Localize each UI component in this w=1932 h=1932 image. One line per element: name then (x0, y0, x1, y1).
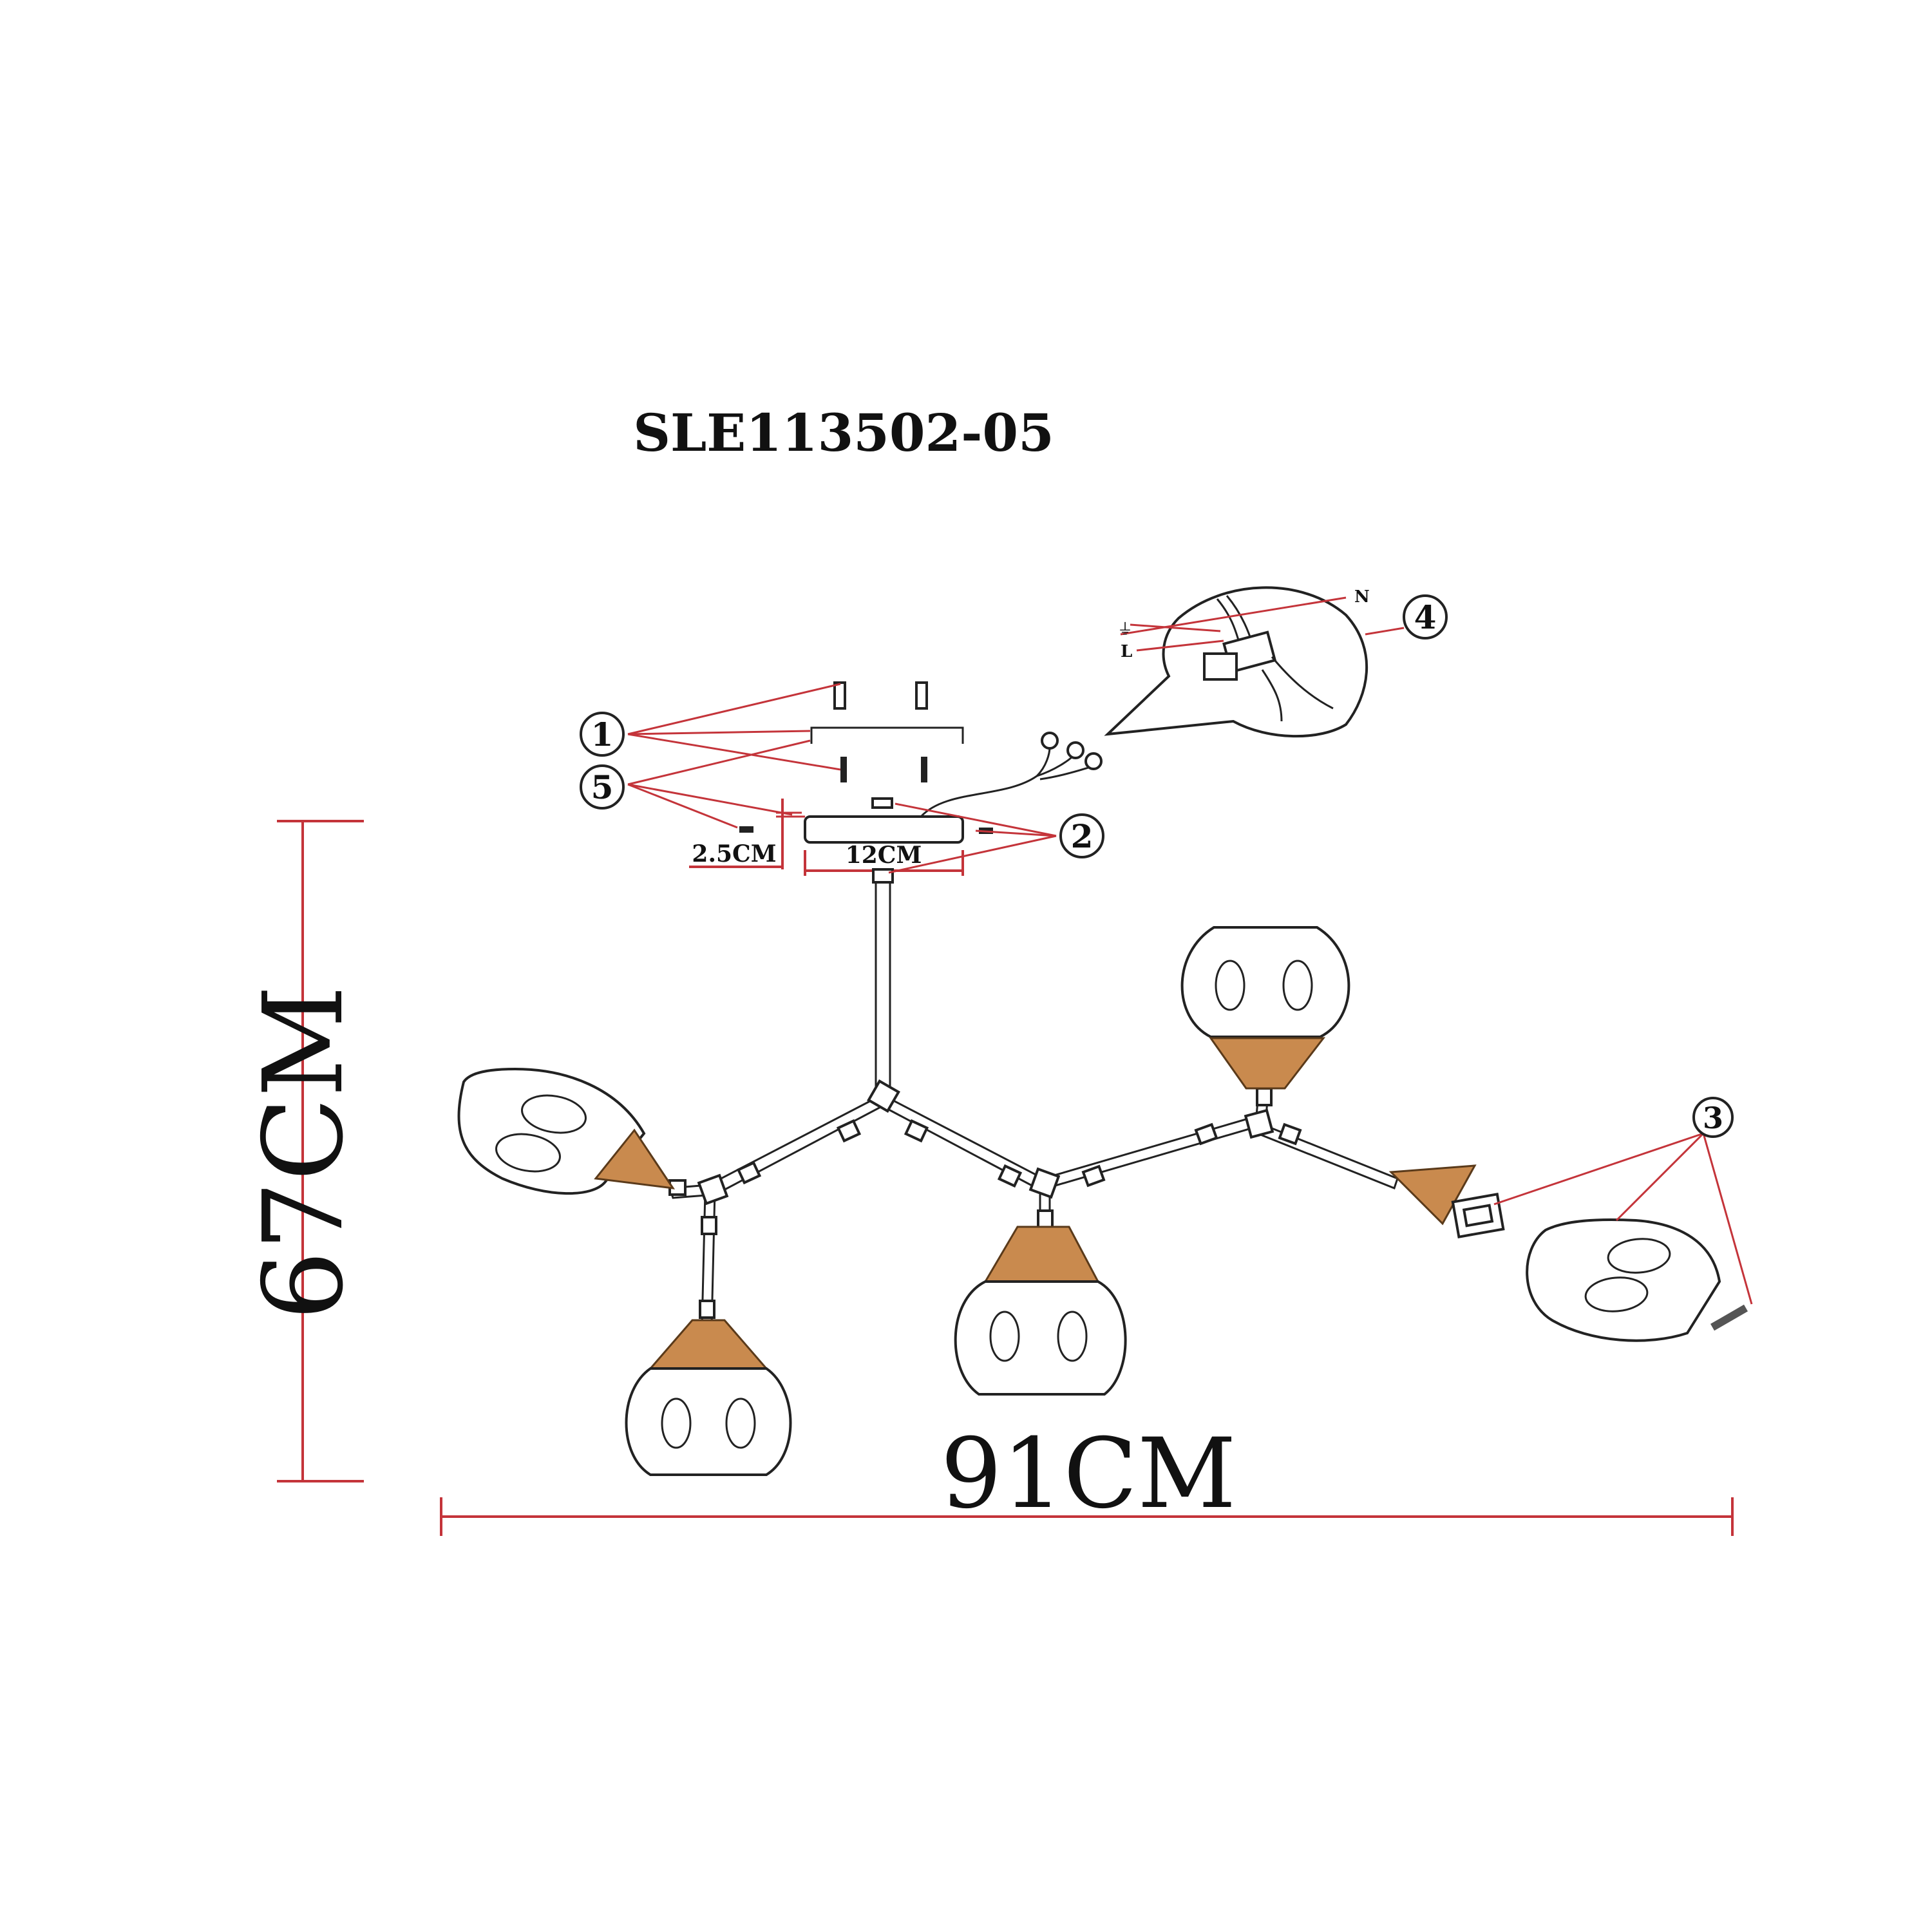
callout-4: 4 (1403, 594, 1448, 639)
shade-upper-right (1180, 926, 1350, 1038)
screw-left (840, 757, 847, 782)
callout-5: 5 (580, 764, 625, 810)
terminal-block-small (1203, 652, 1238, 681)
arm-structure (668, 1079, 1399, 1328)
mounting-bracket (810, 726, 964, 744)
supply-wires (920, 746, 1051, 818)
callout-1: 1 (580, 712, 625, 757)
holder-center (983, 1226, 1100, 1283)
svg-text:4: 4 (1414, 598, 1437, 636)
svg-text:5: 5 (591, 768, 614, 806)
lamp-far-right (1388, 1164, 1748, 1342)
terminal-ground (1066, 741, 1084, 759)
wall-plug-left (833, 681, 846, 710)
height-dimension: 67CM (240, 820, 368, 1482)
wiring-detail: N L ⏚ (1104, 586, 1405, 738)
canopy-nut (871, 797, 893, 809)
shade-center (954, 1280, 1127, 1396)
joint-top (867, 1079, 900, 1113)
width-label: 91CM (940, 1418, 1236, 1530)
lamp-upper-left (457, 1067, 676, 1195)
terminal-n (1084, 752, 1103, 770)
model-title: SLE113502-05 (633, 402, 1054, 463)
callout-leaders (627, 683, 1753, 1305)
screw-right (921, 757, 927, 782)
callout-3: 3 (1692, 1097, 1734, 1138)
canopy-height-label: 2.5CM (692, 840, 776, 867)
lamp-center (954, 1226, 1127, 1396)
downrod (872, 868, 894, 1090)
joint-center (1028, 1167, 1061, 1199)
side-screw-left (739, 826, 753, 833)
bulb-far-right (1710, 1304, 1748, 1331)
joint-left (697, 1173, 729, 1206)
height-label: 67CM (240, 985, 368, 1320)
ground-symbol: ⏚ (1117, 620, 1133, 638)
svg-text:1: 1 (591, 715, 614, 753)
wall-plug-right (915, 681, 928, 710)
svg-text:2: 2 (1071, 817, 1094, 855)
lamp-lower-left (625, 1319, 792, 1476)
wire-label-n: N (1354, 587, 1370, 607)
joint-right (1244, 1108, 1274, 1139)
width-dimension: 91CM (440, 1418, 1734, 1536)
mounting-hardware: 12CM 2.5CM (689, 681, 1103, 876)
canopy (804, 815, 964, 844)
canopy-width-label: 12CM (846, 842, 922, 869)
holder-upper-left (594, 1128, 676, 1189)
holder-upper-right (1209, 1037, 1326, 1090)
wire-label-l: L (1121, 642, 1132, 661)
arm-right-upper (1042, 1116, 1257, 1189)
terminal-l (1041, 732, 1059, 750)
shade-lower-left (625, 1367, 792, 1476)
callout-2: 2 (1059, 813, 1104, 858)
holder-lower-left (648, 1319, 769, 1370)
holder-far-right (1388, 1164, 1477, 1226)
svg-text:3: 3 (1703, 1101, 1723, 1135)
lamp-upper-right (1180, 926, 1350, 1090)
